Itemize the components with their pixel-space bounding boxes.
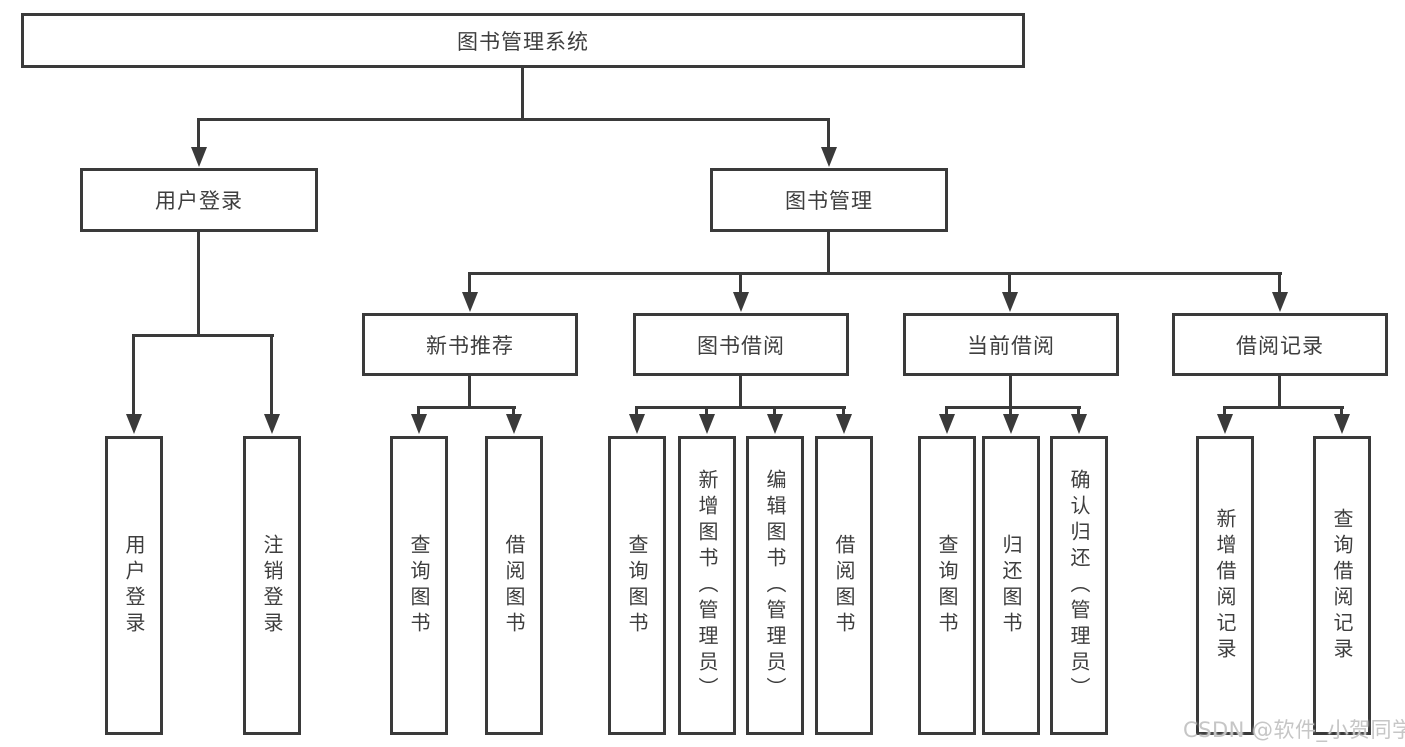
arrowhead-down-icon bbox=[821, 147, 837, 167]
connector-drop bbox=[1223, 406, 1226, 416]
arrowhead-down-icon bbox=[629, 414, 645, 434]
connector-drop bbox=[512, 406, 515, 416]
connector-stem bbox=[1009, 376, 1012, 408]
connector-drop bbox=[739, 272, 742, 294]
connector-bar bbox=[945, 406, 1081, 409]
leaf-edit-book-admin: 编辑图书（管理员） bbox=[746, 436, 804, 735]
arrowhead-down-icon bbox=[264, 414, 280, 434]
connector-stem bbox=[468, 376, 471, 408]
connector-drop bbox=[417, 406, 420, 416]
node-root: 图书管理系统 bbox=[21, 13, 1025, 68]
connector-root-bar bbox=[198, 118, 830, 121]
node-book-management: 图书管理 bbox=[710, 168, 948, 232]
node-user-login: 用户登录 bbox=[80, 168, 318, 232]
connector-drop bbox=[842, 406, 845, 416]
arrowhead-down-icon bbox=[836, 414, 852, 434]
connector-login-stem bbox=[197, 232, 200, 336]
connector-bar bbox=[417, 406, 516, 409]
leaf-query-borrow-record: 查询借阅记录 bbox=[1313, 436, 1371, 735]
connector-drop bbox=[827, 118, 830, 149]
arrowhead-down-icon bbox=[1272, 292, 1288, 312]
connector-drop bbox=[1008, 272, 1011, 294]
arrowhead-down-icon bbox=[939, 414, 955, 434]
connector-login-bar bbox=[132, 334, 274, 337]
leaf-query-books-borrow: 查询图书 bbox=[608, 436, 666, 735]
arrowhead-down-icon bbox=[733, 292, 749, 312]
leaf-user-login: 用户登录 bbox=[105, 436, 163, 735]
leaf-query-books-recommend: 查询图书 bbox=[390, 436, 448, 735]
leaf-confirm-return-admin: 确认归还（管理员） bbox=[1050, 436, 1108, 735]
leaf-return-book: 归还图书 bbox=[982, 436, 1040, 735]
leaf-query-books-current: 查询图书 bbox=[918, 436, 976, 735]
leaf-add-book-admin: 新增图书（管理员） bbox=[678, 436, 736, 735]
connector-drop bbox=[705, 406, 708, 416]
connector-drop bbox=[635, 406, 638, 416]
connector-drop bbox=[468, 272, 471, 294]
connector-stem bbox=[1278, 376, 1281, 408]
node-book-borrowing: 图书借阅 bbox=[633, 313, 849, 376]
connector-drop bbox=[1340, 406, 1343, 416]
node-current-borrowing: 当前借阅 bbox=[903, 313, 1119, 376]
arrowhead-down-icon bbox=[767, 414, 783, 434]
arrowhead-down-icon bbox=[506, 414, 522, 434]
connector-drop bbox=[773, 406, 776, 416]
watermark: CSDN @软件_小贺同学 bbox=[1183, 718, 1405, 742]
leaf-add-borrow-record: 新增借阅记录 bbox=[1196, 436, 1254, 735]
arrowhead-down-icon bbox=[1071, 414, 1087, 434]
connector-bar bbox=[1223, 406, 1344, 409]
connector-mgmt-stem bbox=[827, 232, 830, 274]
leaf-borrow-books-recommend: 借阅图书 bbox=[485, 436, 543, 735]
leaf-logout: 注销登录 bbox=[243, 436, 301, 735]
connector-bar bbox=[635, 406, 846, 409]
arrowhead-down-icon bbox=[1003, 414, 1019, 434]
arrowhead-down-icon bbox=[1334, 414, 1350, 434]
arrowhead-down-icon bbox=[1217, 414, 1233, 434]
connector-drop bbox=[132, 334, 135, 416]
arrowhead-down-icon bbox=[411, 414, 427, 434]
arrowhead-down-icon bbox=[462, 292, 478, 312]
connector-stem bbox=[739, 376, 742, 408]
node-borrowing-records: 借阅记录 bbox=[1172, 313, 1388, 376]
arrowhead-down-icon bbox=[1002, 292, 1018, 312]
connector-mgmt-bar bbox=[468, 272, 1282, 275]
connector-drop bbox=[1009, 406, 1012, 416]
connector-drop bbox=[1077, 406, 1080, 416]
connector-drop bbox=[945, 406, 948, 416]
connector-drop bbox=[197, 118, 200, 149]
node-new-book-recommendation: 新书推荐 bbox=[362, 313, 578, 376]
connector-root-stem bbox=[521, 68, 524, 120]
connector-drop bbox=[1278, 272, 1281, 294]
arrowhead-down-icon bbox=[699, 414, 715, 434]
arrowhead-down-icon bbox=[126, 414, 142, 434]
arrowhead-down-icon bbox=[191, 147, 207, 167]
connector-drop bbox=[270, 334, 273, 416]
leaf-borrow-books: 借阅图书 bbox=[815, 436, 873, 735]
